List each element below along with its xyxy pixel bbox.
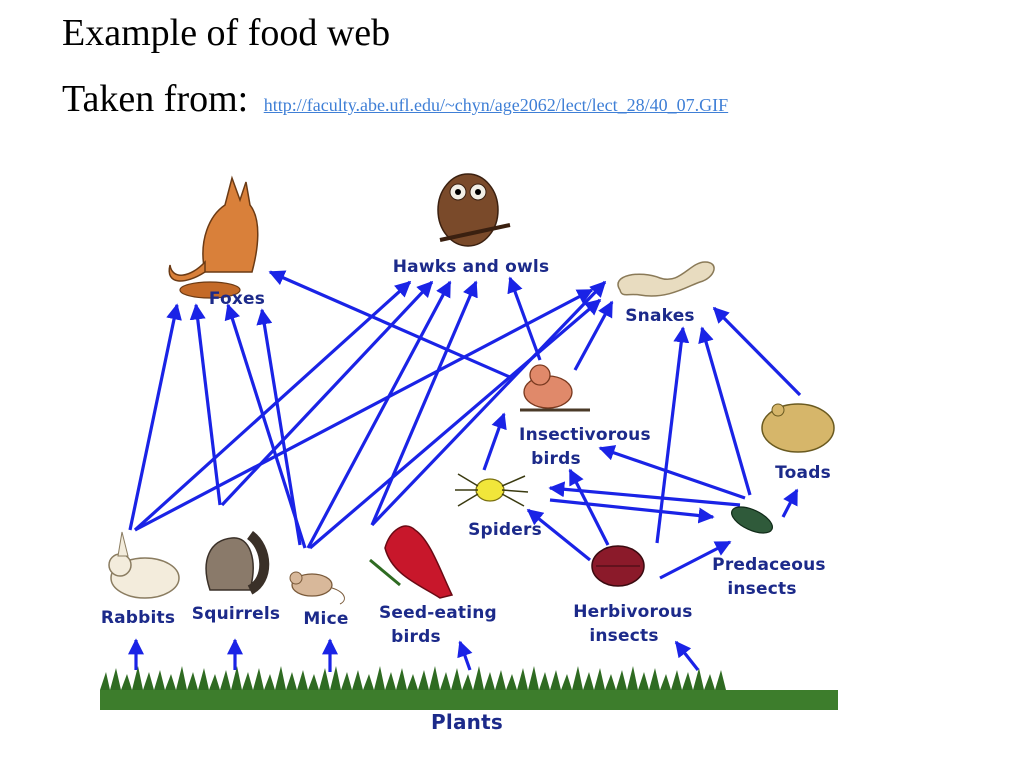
arrow-spiders-predaceous: [549, 498, 715, 524]
label-squirrels: Squirrels: [192, 604, 280, 624]
spider-illustration: [455, 473, 529, 507]
arrow-rabbits-hawks: [133, 280, 412, 532]
cardinal-illustration: [369, 525, 454, 599]
arrows: [128, 270, 802, 672]
label-spiders: Spiders: [468, 520, 542, 540]
arrow-squirrels-foxes: [189, 303, 222, 506]
label-hawks-owls: Hawks and owls: [393, 257, 550, 277]
arrow-mice-snakes: [308, 298, 602, 550]
label-plants: Plants: [431, 710, 503, 734]
rabbit-illustration: [108, 531, 180, 599]
arrow-pred-toads: [781, 488, 799, 518]
source-prefix: Taken from:: [62, 78, 249, 120]
arrow-herb-spiders: [526, 508, 592, 562]
grass-illustration: [100, 666, 838, 710]
label-toads: Toads: [775, 463, 831, 483]
label-insectivorous-birds: Insectivorous birds: [519, 425, 657, 469]
arrow-rabbits-foxes: [128, 303, 182, 531]
source-line: Taken from: http://faculty.abe.ufl.edu/~…: [62, 78, 728, 122]
arrow-plants-seedbirds: [457, 640, 473, 671]
arrow-seedbirds-hawks: [370, 280, 478, 526]
arrow-insectbirds-snakes: [573, 300, 614, 371]
herbivorous-beetle-illustration: [591, 545, 645, 587]
label-foxes: Foxes: [209, 289, 265, 309]
arrow-herb-snakes: [655, 326, 690, 544]
arrow-mice-hawks: [306, 280, 452, 549]
arrow-insectbirds-foxes: [268, 270, 513, 380]
label-herbivorous-insects: Herbivorous insects: [573, 602, 699, 646]
labels: Foxes Hawks and owls Snakes Insectivorou…: [101, 257, 832, 734]
label-snakes: Snakes: [625, 306, 695, 326]
label-rabbits: Rabbits: [101, 608, 175, 628]
arrow-spiders-insectbirds: [482, 412, 507, 471]
arrow-insectbirds-hawks: [507, 276, 542, 361]
fox-illustration: [168, 175, 259, 299]
source-link[interactable]: http://faculty.abe.ufl.edu/~chyn/age2062…: [263, 95, 729, 115]
slide-title: Example of food web: [62, 12, 391, 54]
arrow-mice-foxes: [224, 303, 307, 549]
label-seed-eating-birds: Seed-eating birds: [379, 603, 503, 647]
mouse-illustration: [289, 571, 345, 605]
finch-illustration: [520, 364, 590, 412]
toad-illustration: [761, 403, 835, 453]
arrow-pred-spiders: [548, 481, 741, 507]
label-mice: Mice: [303, 609, 348, 629]
arrow-squirrels-hawks: [220, 280, 434, 507]
arrow-herb-insectbirds: [568, 468, 610, 546]
squirrel-illustration: [205, 530, 270, 595]
predaceous-beetle-illustration: [731, 506, 773, 534]
arrow-seedbirds-foxes: [256, 308, 302, 546]
snake-illustration: [617, 261, 715, 297]
arrow-seedbirds-snakes: [370, 280, 607, 527]
owl-illustration: [437, 173, 511, 247]
arrow-pred-snakes: [698, 326, 752, 496]
arrow-pred-insectbirds: [598, 445, 746, 500]
arrow-herb-predaceous: [659, 540, 732, 580]
arrow-toads-snakes: [712, 306, 802, 397]
arrow-plants-herbivorous: [674, 640, 700, 671]
label-predaceous-insects: Predaceous insects: [712, 555, 832, 599]
arrow-rabbits-snakes: [134, 288, 594, 532]
